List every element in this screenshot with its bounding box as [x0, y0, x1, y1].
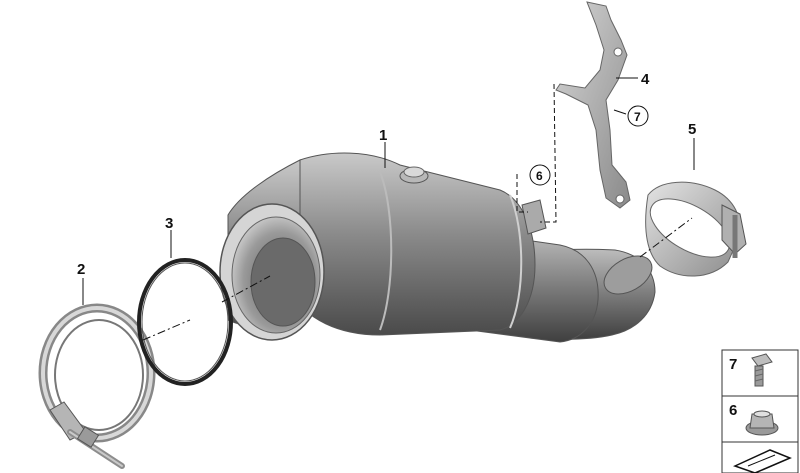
callout-5: 5 — [688, 121, 696, 138]
nut-icon — [745, 410, 779, 436]
v-band-clamp — [38, 303, 156, 469]
assembly-lines — [142, 83, 693, 341]
gasket-arrow-icon — [732, 449, 792, 473]
callout-6-number: 6 — [536, 169, 543, 183]
callout-4: 4 — [641, 71, 650, 88]
callout-3: 3 — [165, 215, 173, 232]
mounting-bracket — [555, 1, 631, 209]
gasket-ring — [137, 258, 233, 386]
callout-7-circled: 7 — [627, 105, 649, 127]
callout-2: 2 — [77, 261, 85, 278]
callout-6-circled: 6 — [529, 164, 551, 186]
hardware-legend: 7 6 — [721, 349, 799, 473]
bolt-icon — [751, 353, 773, 387]
callout-7-number: 7 — [634, 110, 641, 124]
callout-leaders — [82, 77, 695, 305]
catalytic-converter — [219, 152, 656, 343]
legend-item-6-number: 6 — [729, 402, 737, 419]
pipe-clamp — [645, 181, 747, 277]
callout-1: 1 — [379, 127, 387, 144]
legend-item-7-number: 7 — [729, 356, 737, 373]
